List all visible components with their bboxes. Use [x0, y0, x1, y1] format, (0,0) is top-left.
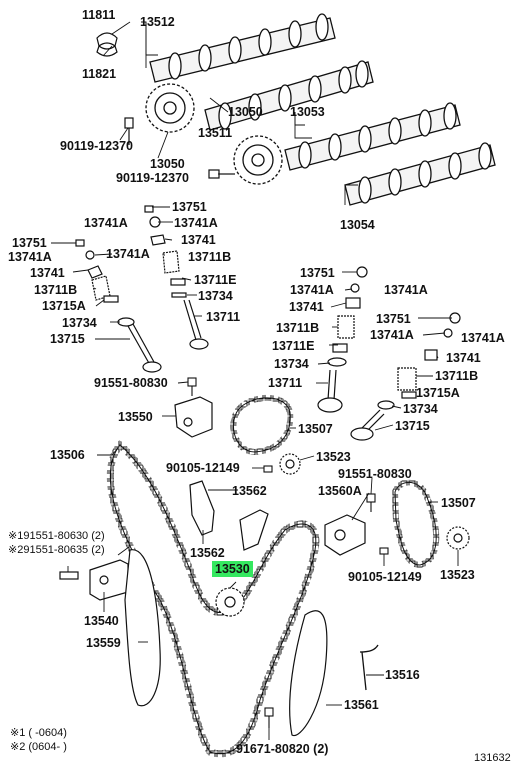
- part-label-13050-a: 13050: [228, 105, 263, 119]
- part-label-13561: 13561: [344, 698, 379, 712]
- part-label-90119-a: 90119-12370: [60, 139, 133, 153]
- chain-guide-13562-left: [189, 480, 215, 536]
- part-label-13751-a: 13751: [172, 200, 207, 214]
- secondary-chain-upper-outline: [233, 397, 291, 453]
- camshaft-upper-left: [149, 13, 336, 83]
- part-label-13741A-c: 13741A: [8, 250, 52, 264]
- part-label-13741A-f: 13741A: [384, 283, 428, 297]
- part-label-13550: 13550: [118, 410, 153, 424]
- part-label-13523-a: 13523: [316, 450, 351, 464]
- camshaft-lower-right: [344, 142, 496, 206]
- oil-nozzle-13516: [359, 644, 379, 691]
- part-label-13711B-a: 13711B: [188, 250, 232, 264]
- part-label-13741A-g: 13741A: [370, 328, 414, 342]
- secondary-chain-right: [391, 479, 440, 569]
- part-label-13540: 13540: [84, 614, 119, 628]
- part-label-13053: 13053: [290, 105, 325, 119]
- part-label-13050-b: 13050: [150, 157, 185, 171]
- part-label-13741A-h: 13741A: [461, 331, 505, 345]
- part-label-90105-b: 90105-12149: [348, 570, 422, 584]
- part-label-90105-a: 90105-12149: [166, 461, 240, 475]
- part-label-13734-c: 13734: [274, 357, 309, 371]
- valve-train-right-a: [317, 266, 368, 413]
- part-label-13741-c: 13741: [289, 300, 324, 314]
- part-label-13711B-c: 13711B: [276, 321, 320, 335]
- note-variant-2: ※291551-80635 (2): [8, 544, 105, 556]
- part-label-11821: 11821: [82, 67, 117, 81]
- part-label-13507-b: 13507: [441, 496, 476, 510]
- valve-train-right-b: [350, 312, 461, 441]
- camshaft-upper-right: [204, 60, 374, 131]
- timing-chain-outline: [109, 444, 317, 755]
- part-label-13734-d: 13734: [403, 402, 438, 416]
- part-label-13711-a: 13711: [206, 310, 241, 324]
- part-label-13715-a: 13715: [50, 332, 85, 346]
- tensioner-13550: [174, 396, 213, 438]
- part-label-13715-b: 13715: [395, 419, 430, 433]
- part-label-13741A-b: 13741A: [174, 216, 218, 230]
- part-label-13741-a: 13741: [181, 233, 216, 247]
- part-label-11811: 11811: [82, 8, 116, 22]
- diagram-reference-code: 131632: [474, 752, 511, 764]
- part-label-91551-b: 91551-80830: [338, 467, 412, 481]
- chain-guide-13562-right: [239, 509, 269, 551]
- part-label-13715A-b: 13715A: [416, 386, 460, 400]
- part-label-13562-b: 13562: [190, 546, 225, 560]
- footnote-1: ※1 ( -0604): [10, 727, 67, 739]
- part-label-13711-b: 13711: [268, 376, 303, 390]
- part-label-13741A-e: 13741A: [290, 283, 334, 297]
- bearing-caps: [96, 32, 118, 57]
- part-label-13523-b: 13523: [440, 568, 475, 582]
- slipper-13559: [124, 549, 161, 707]
- part-label-13741A-d: 13741A: [106, 247, 150, 261]
- sprocket-13523-upper: [279, 453, 301, 475]
- part-label-91671: 91671-80820 (2): [236, 742, 329, 756]
- part-label-13751-c: 13751: [300, 266, 335, 280]
- part-label-13054: 13054: [340, 218, 375, 232]
- part-label-13751-b: 13751: [12, 236, 47, 250]
- part-link-13530[interactable]: 13530: [212, 561, 253, 577]
- vvt-gear-upper: [145, 83, 195, 133]
- part-label-13559: 13559: [86, 636, 121, 650]
- valve-train-mid: [144, 205, 209, 350]
- part-label-13734-b: 13734: [62, 316, 97, 330]
- tensioner-13540: [59, 559, 129, 601]
- camshaft-lower-left: [284, 102, 461, 171]
- sprocket-13523-lower: [446, 526, 470, 550]
- part-label-90119-b: 90119-12370: [116, 171, 189, 185]
- leader-lines: [51, 21, 459, 740]
- part-label-13511: 13511: [198, 126, 233, 140]
- part-label-13560A: 13560A: [318, 484, 362, 498]
- valve-train-left: [75, 239, 162, 373]
- part-label-13711B-b: 13711B: [34, 283, 78, 297]
- note-variant-1: ※191551-80630 (2): [8, 530, 105, 542]
- part-label-13516: 13516: [385, 668, 420, 682]
- part-label-13530[interactable]: 13530: [212, 561, 253, 577]
- part-label-13741-d: 13741: [446, 351, 481, 365]
- part-label-13562-a: 13562: [232, 484, 267, 498]
- tensioner-13560A: [324, 514, 366, 556]
- part-label-13734-a: 13734: [198, 289, 233, 303]
- part-label-13711E-a: 13711E: [194, 273, 237, 287]
- part-label-13711E-b: 13711E: [272, 339, 315, 353]
- part-label-13506: 13506: [50, 448, 85, 462]
- part-label-13741-b: 13741: [30, 266, 65, 280]
- part-label-13751-d: 13751: [376, 312, 411, 326]
- footnote-2: ※2 (0604- ): [10, 741, 67, 753]
- part-label-13507-a: 13507: [298, 422, 333, 436]
- part-label-13512: 13512: [140, 15, 175, 29]
- secondary-chain-right-outline: [394, 482, 437, 566]
- part-label-13711B-d: 13711B: [435, 369, 479, 383]
- vvt-gear-lower: [233, 135, 283, 185]
- part-label-91551-a: 91551-80830: [94, 376, 168, 390]
- crank-sprocket-13530: [215, 587, 245, 617]
- guide-13561: [289, 610, 328, 737]
- part-label-13741A-a: 13741A: [84, 216, 128, 230]
- part-label-13715A-a: 13715A: [42, 299, 86, 313]
